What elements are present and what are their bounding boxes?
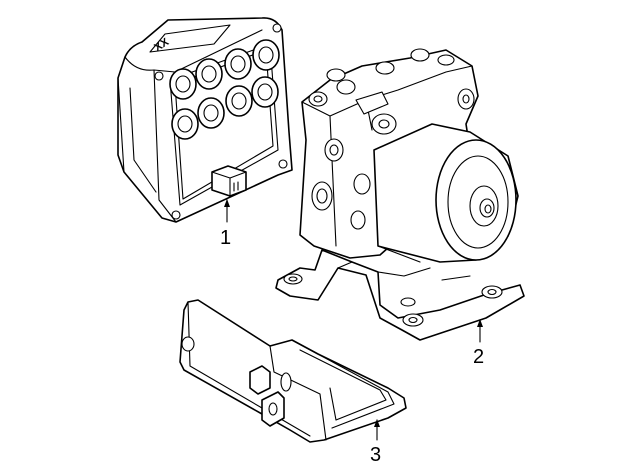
connector-ports [169,39,280,140]
callout-2: 2 [473,319,484,368]
callout-label-1: 1 [220,227,231,249]
callout-label-2: 2 [473,346,484,368]
callout-label-3: 3 [370,444,381,466]
hydraulic-unit [275,48,525,341]
callout-1: 1 [220,199,231,249]
callout-3: 3 [370,419,381,466]
mounting-bracket [179,299,407,443]
pin-connector [211,165,247,197]
control-module: XX [117,17,293,223]
